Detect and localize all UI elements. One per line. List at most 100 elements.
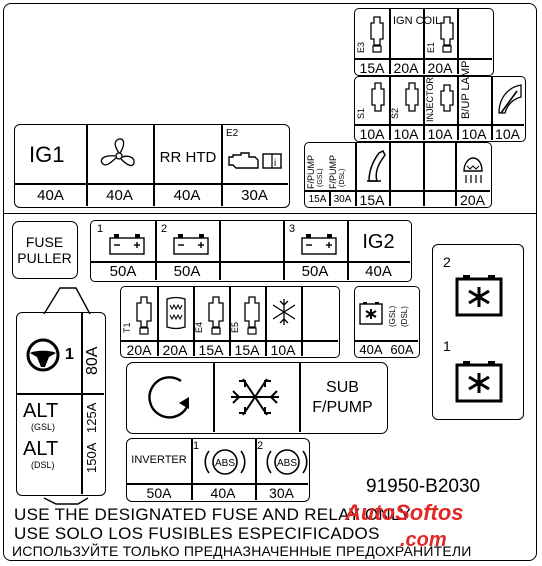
fuse-amp-battery-3: 50A [301, 263, 329, 280]
fuse-label-t1: T1 [122, 322, 132, 333]
engine-icon [136, 296, 152, 335]
fpump-dsl-sub: (DSL) [339, 168, 346, 187]
fuse-amp-inverter: 50A [146, 485, 172, 501]
footer-es: USE SOLO LOS FUSIBLES ESPECIFICADOS [14, 524, 380, 543]
fuse-puller[interactable]: FUSE PULLER [12, 221, 78, 279]
fuse-amp-fpump-gsl: 15A [308, 194, 327, 205]
part-number: 91950-B2030 [366, 476, 481, 497]
heated-glass-icon [166, 296, 186, 330]
abs-2-text: ABS [277, 458, 297, 469]
fuse-amp-alt-gsl: 125A [84, 402, 99, 433]
watermark-line2: .com [400, 529, 447, 551]
fan-icon [100, 138, 135, 167]
fuse-amp-cooling-dsl: 60A [390, 342, 414, 357]
fuse-box-frame [3, 3, 537, 561]
fuse-label-ig2: IG2 [362, 231, 395, 253]
engine-icon [405, 82, 419, 112]
horn-icon [367, 149, 386, 182]
fuse-label-s2: S2 [390, 107, 400, 119]
abs-icon: ABS [204, 449, 246, 475]
fuse-label-e3: E3 [356, 41, 366, 53]
battery-icon [109, 234, 145, 255]
fuse-amp-s2: 10A [393, 126, 419, 142]
relay-icon [455, 275, 503, 317]
footer-ru: ИСПОЛЬЗУЙТЕ ТОЛЬКО ПРЕДНАЗНАЧЕННЫЕ ПРЕДО… [12, 543, 472, 559]
alt-dsl-label: ALT [23, 438, 59, 460]
fuse-label-bup-lamp: B/UP LAMP [460, 60, 472, 120]
engine-icon [244, 296, 260, 335]
cooling-fan-fuse: (GSL) (DSL) 40A 60A [354, 286, 420, 358]
relay-row-block: SUB F/PUMP [126, 362, 388, 434]
fuse-amp-e4: 15A [198, 342, 224, 358]
top-right-row1-block: E3 IGN COIL E1 15A 20A 20A [354, 8, 494, 76]
engine-icon [440, 16, 454, 53]
snowflake-icon [272, 299, 296, 325]
fuse-label-rr-htd: RR HTD [159, 149, 217, 166]
cooling-dsl-label: (DSL) [400, 306, 409, 327]
fpump-dsl-label: F/PUMP [328, 154, 338, 189]
battery-icon [301, 234, 337, 255]
alt-gsl-sub: (GSL) [31, 422, 56, 432]
battery-num-2: 2 [161, 223, 168, 235]
battery-icon [173, 234, 209, 255]
fuse-amp-s1: 10A [359, 126, 385, 142]
fuse-amp-steering: 80A [84, 346, 101, 375]
fuse-label-injector: INJECTOR [425, 77, 435, 122]
abs-icon: ABS [266, 449, 308, 475]
relay-num-1: 1 [443, 338, 451, 354]
fuse-amp-e2: 30A [241, 187, 268, 204]
fuse-label-e4: E4 [194, 321, 204, 333]
fuse-amp-e3: 15A [359, 60, 385, 76]
sub-fpump-line1: SUB [326, 379, 359, 396]
fuse-amp-e5: 15A [234, 342, 260, 358]
fpump-gsl-label: F/PUMP [306, 154, 316, 189]
fpump-horn-block: F/PUMP (GSL) F/PUMP (DSL) 15A 30A 15A 20… [304, 142, 492, 208]
relay-num-2: 2 [443, 254, 451, 270]
fuse-amp-heated-glass: 20A [162, 342, 188, 358]
footer-en: USE THE DESIGNATED FUSE AND RELAY ONLY [14, 505, 412, 524]
mini-fuse-block: T1 E4 E5 20A 20A 15A 15A 10A [120, 286, 340, 358]
abs-num-1: 1 [193, 440, 200, 452]
top-left-fuse-block: IG1 RR HTD E2 i 40A 40A 40A 30A [14, 124, 290, 208]
fuse-amp-battery-2: 50A [173, 263, 201, 280]
rotation-arrow-icon [148, 376, 189, 419]
fuse-label-s1: S1 [356, 107, 366, 119]
fuse-amp-fan: 40A [106, 187, 133, 204]
fuse-label-e2: E2 [226, 128, 239, 139]
fuse-amp-fpump-dsl: 30A [333, 194, 352, 205]
fuse-amp-t1: 20A [126, 342, 152, 358]
fuse-puller-label: FUSE PULLER [17, 234, 72, 267]
fuse-amp-ign-coil: 20A [393, 60, 419, 76]
fuse-amp-ig1: 40A [37, 187, 64, 204]
battery-fuse-block: 1 2 3 IG2 50A 50A 50A 40A [90, 220, 412, 282]
wiper-icon [498, 84, 522, 114]
snowflake-icon [231, 378, 279, 416]
cooling-fan-icon [359, 302, 383, 325]
steering-wheel-icon [26, 338, 60, 372]
relay-block: 2 1 [432, 244, 524, 420]
sub-fpump-line2: F/PUMP [312, 399, 373, 416]
main-fuse-block: 1 80A ALT (GSL) 125A ALT (DSL) 150A [16, 312, 106, 496]
left-bracket-outline [43, 287, 91, 505]
battery-num-3: 3 [289, 223, 296, 235]
cooling-gsl-label: (GSL) [388, 305, 397, 327]
engine-icon: i [228, 152, 282, 169]
fuse-amp-e1: 20A [427, 60, 453, 76]
alt-dsl-sub: (DSL) [31, 460, 55, 470]
fuse-amp-abs-2: 30A [269, 485, 294, 501]
svg-text:i: i [274, 158, 276, 169]
fuse-amp-injector: 10A [427, 126, 453, 142]
fuse-amp-ig2: 40A [365, 263, 392, 280]
heater-icon [463, 157, 483, 183]
bottom-fuse-block: INVERTER 1 ABS 2 ABS 50A 40A 30A [126, 438, 310, 502]
engine-icon [208, 296, 224, 335]
fuse-amp-heater: 20A [460, 192, 485, 208]
engine-icon [440, 84, 454, 112]
top-right-row2-block: S1 S2 INJECTOR B/UP LAMP 10A 10A 10A 10A… [354, 60, 526, 142]
abs-num-2: 2 [257, 440, 264, 452]
battery-num-1: 1 [97, 223, 104, 235]
fuse-label-e1: E1 [426, 41, 436, 53]
panel-divider [4, 213, 536, 214]
fuse-label-inverter: INVERTER [131, 454, 187, 466]
fpump-gsl-sub: (GSL) [317, 168, 324, 187]
